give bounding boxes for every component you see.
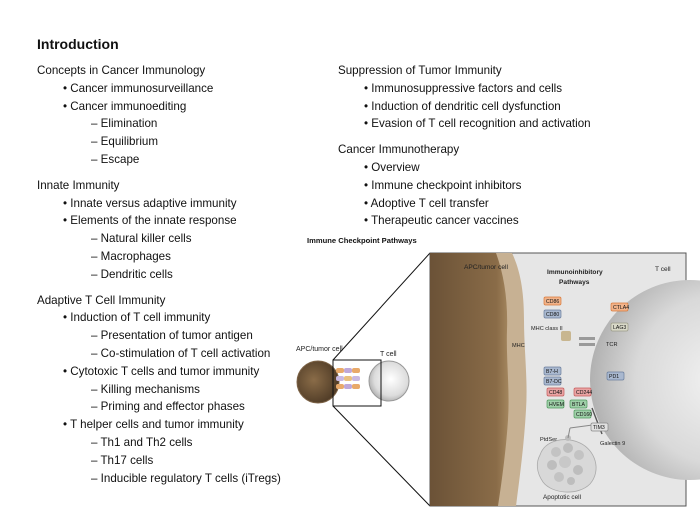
- galectin-label: Galectin 9: [600, 441, 625, 447]
- bullet-item: • Elements of the innate response: [63, 214, 237, 228]
- receptor-pd1-label: PD1: [609, 374, 619, 380]
- receptor-ctla4-label: CTLA4: [613, 305, 629, 311]
- sub-item: – Dendritic cells: [91, 267, 173, 281]
- mhc-molecule: [561, 331, 571, 341]
- sub-item: – Priming and effector phases: [91, 400, 245, 414]
- sub-item: – Inducible regulatory T cells (iTregs): [91, 471, 281, 485]
- bullet-item: • Overview: [364, 160, 420, 174]
- zoom-line-bottom: [332, 405, 431, 507]
- sub-item: – Th17 cells: [91, 453, 154, 467]
- ligand-b7-dc: B7-DC: [543, 376, 562, 386]
- zoom-line-top: [332, 252, 431, 361]
- section-heading: Adaptive T Cell Immunity: [37, 293, 166, 307]
- receptor-lag3-label: LAG3: [613, 325, 626, 331]
- tcr-label: TCR: [606, 342, 618, 348]
- tcell-label: T cell: [655, 266, 671, 273]
- figure-title: Immune Checkpoint Pathways: [307, 236, 417, 245]
- ligand-cd86: CD86: [543, 296, 562, 306]
- bullet-item: • Therapeutic cancer vaccines: [364, 214, 519, 228]
- right-outline: Suppression of Tumor Immunity • Immunosup…: [338, 62, 591, 230]
- ptdser-label: PtdSer: [540, 437, 557, 443]
- mhc-class-label: MHC class II: [531, 326, 563, 332]
- outline-section: Concepts in Cancer Immunology • Cancer im…: [37, 62, 281, 169]
- sub-item: – Macrophages: [91, 249, 171, 263]
- receptor-tim3-label: TIM3: [593, 425, 605, 431]
- bullet-item: • Cancer immunoediting: [63, 99, 187, 113]
- bullet-item: • Immune checkpoint inhibitors: [364, 178, 522, 192]
- panel-title-2: Pathways: [559, 279, 590, 286]
- outline-section: Innate Immunity • Innate versus adaptive …: [37, 177, 281, 284]
- ligand-cd48-label: CD48: [549, 390, 562, 396]
- bullet-item: • T helper cells and tumor immunity: [63, 418, 244, 432]
- mini-tcell-label: T cell: [380, 351, 397, 358]
- bullet-item: • Adoptive T cell transfer: [364, 196, 489, 210]
- sub-item: – Natural killer cells: [91, 232, 192, 246]
- ligand-cd80: CD80: [543, 309, 562, 319]
- receptor-cd244-label: CD244: [576, 390, 592, 396]
- section-heading: Innate Immunity: [37, 178, 120, 192]
- section-heading: Cancer Immunotherapy: [338, 143, 460, 157]
- apc-label: APC/tumor cell: [464, 264, 509, 271]
- receptor-ctla4: CTLA4: [610, 302, 629, 312]
- receptor-cd160-label: CD160: [576, 412, 592, 418]
- sub-item: – Co-stimulation of T cell activation: [91, 346, 271, 360]
- tim3-stalk: [591, 407, 603, 435]
- outline-section: Suppression of Tumor Immunity • Immunosup…: [338, 62, 591, 133]
- left-outline: Concepts in Cancer Immunology • Cancer im…: [37, 62, 281, 487]
- panel-title-1: Immunoinhibitory: [547, 269, 603, 276]
- sub-item: – Elimination: [91, 117, 158, 131]
- ligand-hvem: HVEM: [546, 399, 565, 409]
- receptor-cd244: CD244: [573, 387, 592, 397]
- ligand-b7-h: B7-H: [543, 366, 562, 376]
- bullet-item: • Induction of T cell immunity: [63, 311, 211, 325]
- receptor-btla-label: BTLA: [572, 402, 586, 408]
- ligand-b7-dc-label: B7-DC: [546, 379, 562, 385]
- outline-section: Adaptive T Cell Immunity • Induction of T…: [37, 292, 281, 488]
- mini-apc-label: APC/tumor cell: [296, 346, 343, 353]
- mini-t-cell: [368, 360, 410, 402]
- receptor-pd1: PD1: [606, 371, 625, 381]
- ligand-cd48: CD48: [546, 387, 565, 397]
- tcell-body: [590, 280, 700, 480]
- sub-item: – Equilibrium: [91, 135, 159, 149]
- zoom-box: [332, 359, 382, 407]
- bullet-item: • Induction of dendritic cell dysfunctio…: [364, 99, 561, 113]
- bullet-item: • Cytotoxic T cells and tumor immunity: [63, 364, 260, 378]
- apc-membrane: [430, 253, 527, 506]
- apc-body: [430, 253, 509, 506]
- mhc-label: MHC: [512, 343, 525, 349]
- ligand-hvem-label: HVEM: [549, 402, 564, 408]
- sub-item: – Th1 and Th2 cells: [91, 435, 193, 449]
- section-heading: Concepts in Cancer Immunology: [37, 64, 206, 77]
- apoptotic-cell: [536, 439, 597, 493]
- receptor-lag3: LAG3: [610, 322, 629, 332]
- mini-synapse: [336, 368, 360, 389]
- bullet-item: • Innate versus adaptive immunity: [63, 196, 237, 210]
- sub-item: – Presentation of tumor antigen: [91, 329, 253, 343]
- apoptotic-label: Apoptotic cell: [543, 494, 581, 501]
- ligand-b7-h-label: B7-H: [546, 369, 558, 375]
- ligand-cd86-label: CD86: [546, 299, 559, 305]
- page-title: Introduction: [37, 36, 119, 52]
- ligand-cd80-label: CD80: [546, 312, 559, 318]
- outline-section: Cancer Immunotherapy • Overview • Immune c…: [338, 141, 591, 230]
- section-heading: Suppression of Tumor Immunity: [338, 64, 502, 77]
- receptor-cd160: CD160: [573, 409, 592, 419]
- sub-item: – Killing mechanisms: [91, 382, 200, 396]
- bullet-item: • Evasion of T cell recognition and acti…: [364, 117, 591, 131]
- bullet-item: • Cancer immunosurveillance: [63, 81, 214, 95]
- sub-item: – Escape: [91, 152, 140, 166]
- receptor-btla: BTLA: [569, 399, 588, 409]
- zoom-panel: [429, 252, 700, 507]
- bullet-item: • Immunosuppressive factors and cells: [364, 81, 563, 95]
- receptor-tim3: TIM3: [590, 422, 609, 432]
- mini-apc-cell: [296, 360, 340, 404]
